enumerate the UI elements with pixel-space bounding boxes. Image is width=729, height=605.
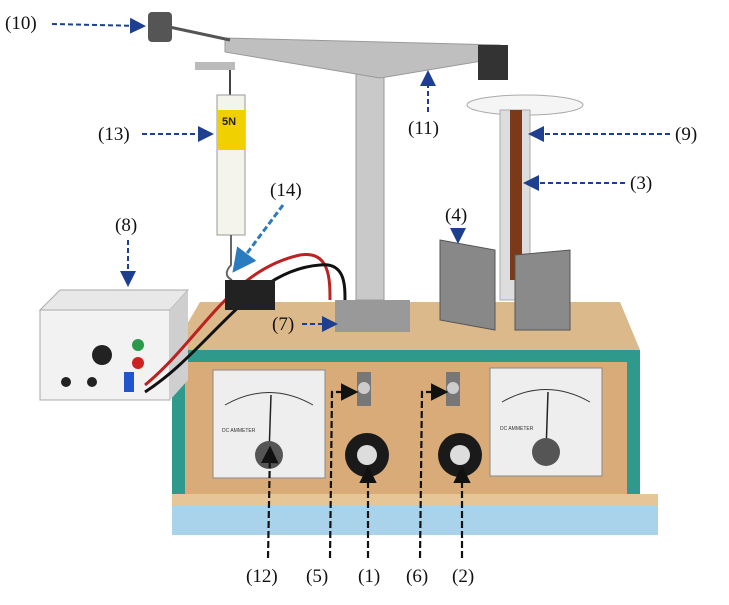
label-6: (6): [406, 383, 449, 587]
label-11: (11): [408, 70, 439, 139]
svg-text:(3): (3): [630, 173, 652, 194]
label-2: (2): [452, 465, 474, 587]
power-supply: [38, 289, 190, 401]
svg-text:5N: 5N: [222, 116, 236, 128]
toggle-switch-right[interactable]: [446, 372, 460, 406]
svg-text:(2): (2): [452, 566, 474, 587]
svg-text:(6): (6): [406, 566, 428, 587]
svg-text:DC AMMETER: DC AMMETER: [222, 428, 256, 434]
label-7: (7): [272, 314, 338, 335]
label-1: (1): [358, 465, 380, 587]
svg-text:(11): (11): [408, 118, 439, 139]
magnets: [439, 239, 571, 331]
label-10: (10): [5, 13, 146, 34]
svg-text:(14): (14): [270, 180, 302, 201]
svg-text:(7): (7): [272, 314, 294, 335]
label-3: (3): [523, 173, 652, 194]
svg-text:(13): (13): [98, 124, 130, 145]
label-14: (14): [232, 180, 302, 273]
spring-scale: 5N: [216, 70, 275, 310]
svg-text:(10): (10): [5, 13, 37, 34]
svg-text:(12): (12): [246, 566, 278, 587]
ammeter-left: DC AMMETER: [212, 369, 326, 479]
svg-text:(8): (8): [115, 215, 137, 236]
svg-text:(1): (1): [358, 566, 380, 587]
svg-text:(4): (4): [445, 205, 467, 226]
knob-left[interactable]: [345, 433, 389, 477]
label-5: (5): [306, 383, 359, 587]
svg-text:(5): (5): [306, 566, 328, 587]
ammeter-right: DC AMMETER: [489, 367, 603, 477]
label-9: (9): [528, 124, 697, 145]
balance-stand: [148, 12, 508, 332]
label-8: (8): [115, 215, 137, 287]
knob-right[interactable]: [438, 433, 482, 477]
toggle-switch-left[interactable]: [357, 372, 371, 406]
svg-text:DC AMMETER: DC AMMETER: [500, 426, 534, 432]
label-13: (13): [98, 124, 214, 145]
svg-text:(9): (9): [675, 124, 697, 145]
label-4: (4): [445, 205, 467, 244]
counterweight: [148, 12, 172, 42]
base-plate: [172, 505, 658, 535]
label-12: (12): [246, 445, 279, 587]
